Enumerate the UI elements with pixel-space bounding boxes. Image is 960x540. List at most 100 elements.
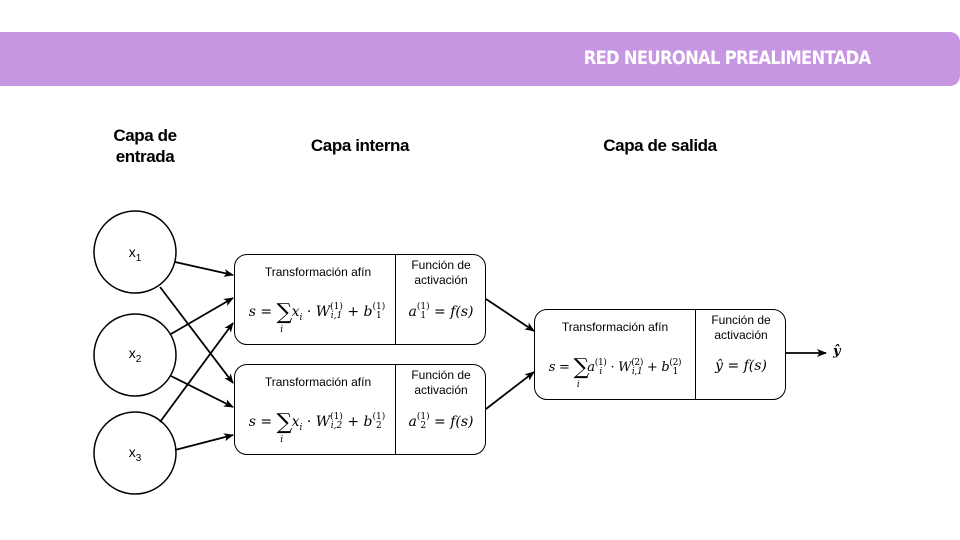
affine-formula: s = ∑i xi · W(1)i,2 + b(1)2 [241,407,393,445]
edge-x1-h2 [159,286,234,384]
hidden-layer-title: Capa interna [310,136,410,155]
output-y-hat-label: ŷ [833,344,841,359]
f-w: W [315,414,331,430]
f-lhs: s [248,414,256,430]
f-eq: = [260,414,273,430]
act-out: a [408,304,417,320]
f-var-sup: (1) [594,357,607,368]
sum-symbol: ∑ [276,410,293,435]
input-layer-title: Capa de entrada [90,125,200,167]
input-node-x2 [93,313,177,397]
activation-label-line1: Función de [411,258,471,272]
affine-label: Transformación afín [264,265,372,279]
page-title: RED NEURONAL PREALIMENTADA [583,47,870,69]
input-node-label-x1: x1 [115,244,155,264]
node-sub: 1 [135,252,142,264]
activation-label: Función de activación [697,313,785,343]
f-var: x [291,414,300,430]
f-b-sup: (1) [372,412,386,422]
edge-x3-h1 [159,322,234,423]
activation-label-line2: activación [414,273,468,287]
input-layer-title-line2: entrada [115,147,175,166]
f-b-sub: 2 [376,421,382,431]
node-var: x [128,345,136,361]
edge-h1-out [485,298,535,332]
f-b-sub: 1 [672,366,679,377]
output-layer-title: Capa de salida [603,136,717,155]
f-dot: · [306,414,312,430]
node-var: x [128,444,136,460]
sum-symbol: ∑ [276,300,293,325]
edge-x2-h2 [170,375,234,408]
f-b: b [363,304,373,320]
f-w-sup: (1) [330,412,343,422]
activation-label-line2: activación [714,328,768,342]
node-var: x [128,244,136,260]
edge-h2-out [485,371,535,410]
affine-label: Transformación afín [264,375,372,389]
f-b: b [661,360,670,375]
act-out-sup: (1) [416,412,430,422]
activation-label-line1: Función de [411,368,471,382]
f-w-sup: (1) [330,302,343,312]
node-sub: 3 [135,452,142,464]
f-w: W [618,360,632,375]
f-plus: + [347,304,360,320]
affine-formula: s = ∑i a(1)i · W(2)i,1 + b(2)1 [535,352,695,390]
neuron-divider [695,310,696,399]
activation-label: Función de activación [397,368,485,398]
act-out: ŷ [715,358,723,374]
edge-x1-h1 [174,261,234,277]
hidden-neuron-2: Transformación afín Función de activació… [234,364,486,455]
input-node-label-x3: x3 [115,444,155,464]
activation-label-line2: activación [414,383,468,397]
act-out: a [408,414,417,430]
f-dot: · [306,304,312,320]
edge-x2-h1 [170,297,234,335]
neuron-divider [395,255,396,344]
f-plus: + [646,360,658,375]
activation-formula: a(1)2 = f(s) [397,413,485,431]
sum-symbol: ∑ [573,355,589,380]
sum-index: i [280,434,284,445]
f-w-sub: i,1 [631,366,643,377]
hidden-neuron-1: Transformación afín Función de activació… [234,254,486,345]
act-rhs: = f(s) [434,304,474,320]
act-rhs: = f(s) [434,414,474,430]
act-rhs: = f(s) [727,358,767,374]
node-sub: 2 [135,353,142,365]
f-var-sub: i [299,312,303,323]
sum-index: i [280,324,284,335]
f-dot: · [610,360,615,375]
f-b-sub: 1 [376,311,382,321]
f-w: W [315,304,331,320]
f-b-sup: (1) [372,302,386,312]
activation-formula: ŷ = f(s) [697,358,785,374]
sum-index: i [576,379,580,390]
f-eq: = [559,360,570,375]
output-neuron: Transformación afín Función de activació… [534,309,786,400]
activation-label-line1: Función de [711,313,771,327]
f-w-sub: i,1 [330,311,343,321]
act-out-sub: 1 [420,311,427,321]
act-out-sub: 2 [420,421,427,431]
input-node-x3 [93,411,177,495]
f-b-sup: (2) [669,357,682,368]
affine-label: Transformación afín [561,320,669,334]
input-node-label-x2: x2 [115,345,155,365]
affine-formula: s = ∑i xi · W(1)i,1 + b(1)1 [241,297,393,335]
edge-x3-h2 [174,433,234,451]
title-banner: RED NEURONAL PREALIMENTADA [0,32,960,86]
neuron-divider [395,365,396,454]
f-w-sub: i,2 [330,421,343,431]
f-plus: + [347,414,360,430]
act-out-sup: (1) [416,302,430,312]
activation-formula: a(1)1 = f(s) [397,303,485,321]
f-var-sub: i [599,366,602,377]
activation-label: Función de activación [397,258,485,288]
f-b: b [363,414,373,430]
f-lhs: s [548,360,556,375]
input-node-x1 [93,210,177,294]
f-lhs: s [248,304,256,320]
